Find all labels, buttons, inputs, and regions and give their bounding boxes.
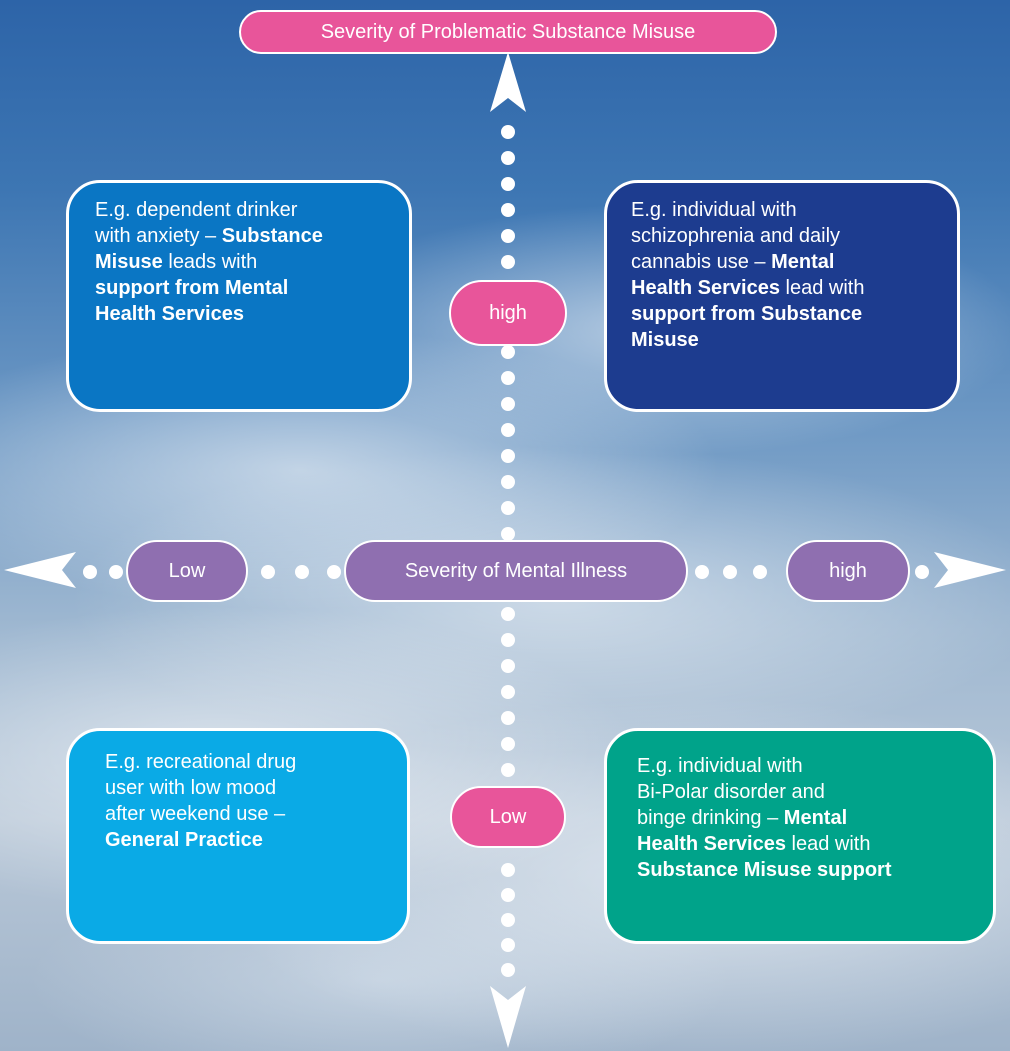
axis-dot xyxy=(501,659,515,673)
vertical-axis-high-label: high xyxy=(449,280,567,346)
axis-dot xyxy=(501,203,515,217)
text-bold: Health Services xyxy=(631,277,780,299)
quadrant-line: Health Services xyxy=(95,301,383,327)
arrow-up-icon xyxy=(490,52,526,112)
quadrant-line: binge drinking – Mental xyxy=(637,805,963,831)
quadrant-line: after weekend use – xyxy=(105,803,286,825)
axis-dot xyxy=(501,685,515,699)
axis-dot xyxy=(501,711,515,725)
quadrant-line: cannabis use – Mental xyxy=(631,249,933,275)
quadrant-line: support from Substance xyxy=(631,301,933,327)
axis-dot xyxy=(501,737,515,751)
axis-dot xyxy=(501,633,515,647)
text-plain: lead with xyxy=(779,277,865,299)
quadrant-top-right: E.g. individual with schizophrenia and d… xyxy=(604,180,960,412)
axis-dot xyxy=(501,177,515,191)
quadrant-line: with anxiety – Substance xyxy=(95,223,383,249)
horizontal-axis-high-label: high xyxy=(786,540,910,602)
axis-dot xyxy=(501,371,515,385)
axis-dot xyxy=(501,151,515,165)
arrow-right-icon xyxy=(934,552,1006,588)
axis-dot xyxy=(501,938,515,952)
quadrant-line: E.g. individual with xyxy=(637,755,803,777)
text-bold: support from Mental xyxy=(95,277,289,299)
text-plain: binge drinking – xyxy=(637,807,784,829)
text-bold: Mental xyxy=(783,807,848,829)
axis-dot xyxy=(501,345,515,359)
axis-dot xyxy=(501,397,515,411)
text-plain: lead with xyxy=(785,833,871,855)
text-bold: Health Services xyxy=(95,303,244,325)
axis-dot xyxy=(501,255,515,269)
quadrant-line: E.g. recreational drug xyxy=(105,751,297,773)
axis-dot xyxy=(501,229,515,243)
quadrant-line: schizophrenia and daily xyxy=(631,225,841,247)
axis-dot xyxy=(295,565,309,579)
axis-dot xyxy=(723,565,737,579)
horizontal-axis-title: Severity of Mental Illness xyxy=(344,540,688,602)
text-bold: Health Services xyxy=(637,833,786,855)
quadrant-line: E.g. individual with xyxy=(631,199,797,221)
vertical-axis-title: Severity of Problematic Substance Misuse xyxy=(239,10,777,54)
axis-dot xyxy=(261,565,275,579)
quadrant-line: E.g. dependent drinker xyxy=(95,199,298,221)
axis-dot xyxy=(501,763,515,777)
axis-dot xyxy=(695,565,709,579)
quadrant-line: General Practice xyxy=(105,827,371,853)
quadrant-line: user with low mood xyxy=(105,777,277,799)
quadrant-bottom-left: E.g. recreational drug user with low moo… xyxy=(66,728,410,944)
axis-dot xyxy=(501,125,515,139)
quadrant-top-left: E.g. dependent drinker with anxiety – Su… xyxy=(66,180,412,412)
text-bold: Misuse xyxy=(95,251,163,273)
text-bold: General Practice xyxy=(105,829,263,851)
text-bold: Mental xyxy=(771,251,835,273)
arrow-down-icon xyxy=(490,986,526,1048)
quadrant-line: Bi-Polar disorder and xyxy=(637,781,825,803)
text-plain: cannabis use – xyxy=(631,251,772,273)
axis-dot xyxy=(501,527,515,541)
quadrant-bottom-right: E.g. individual with Bi-Polar disorder a… xyxy=(604,728,996,944)
axis-dot xyxy=(915,565,929,579)
text-bold: Substance xyxy=(221,225,323,247)
axis-dot xyxy=(501,501,515,515)
text-plain: with anxiety – xyxy=(95,225,222,247)
axis-dot xyxy=(501,863,515,877)
axis-dot xyxy=(501,913,515,927)
quadrant-line: Misuse xyxy=(631,327,933,353)
quadrant-line: support from Mental xyxy=(95,275,383,301)
axis-dot xyxy=(501,963,515,977)
quadrant-line: Health Services lead with xyxy=(637,831,963,857)
axis-dot xyxy=(501,888,515,902)
quadrant-line: Misuse leads with xyxy=(95,249,383,275)
horizontal-axis-low-label: Low xyxy=(126,540,248,602)
quadrant-line: Health Services lead with xyxy=(631,275,933,301)
axis-dot xyxy=(501,449,515,463)
text-bold: Misuse xyxy=(631,329,699,351)
axis-dot xyxy=(327,565,341,579)
text-bold: support from Substance xyxy=(631,303,863,325)
axis-dot xyxy=(501,607,515,621)
axis-dot xyxy=(109,565,123,579)
axis-dot xyxy=(501,423,515,437)
quadrant-line: Substance Misuse support xyxy=(637,857,963,883)
axis-dot xyxy=(83,565,97,579)
vertical-axis-low-label: Low xyxy=(450,786,566,848)
arrow-left-icon xyxy=(4,552,76,588)
axis-dot xyxy=(501,475,515,489)
text-bold: Substance Misuse support xyxy=(637,859,892,881)
axis-dot xyxy=(753,565,767,579)
text-plain: leads with xyxy=(162,251,258,273)
